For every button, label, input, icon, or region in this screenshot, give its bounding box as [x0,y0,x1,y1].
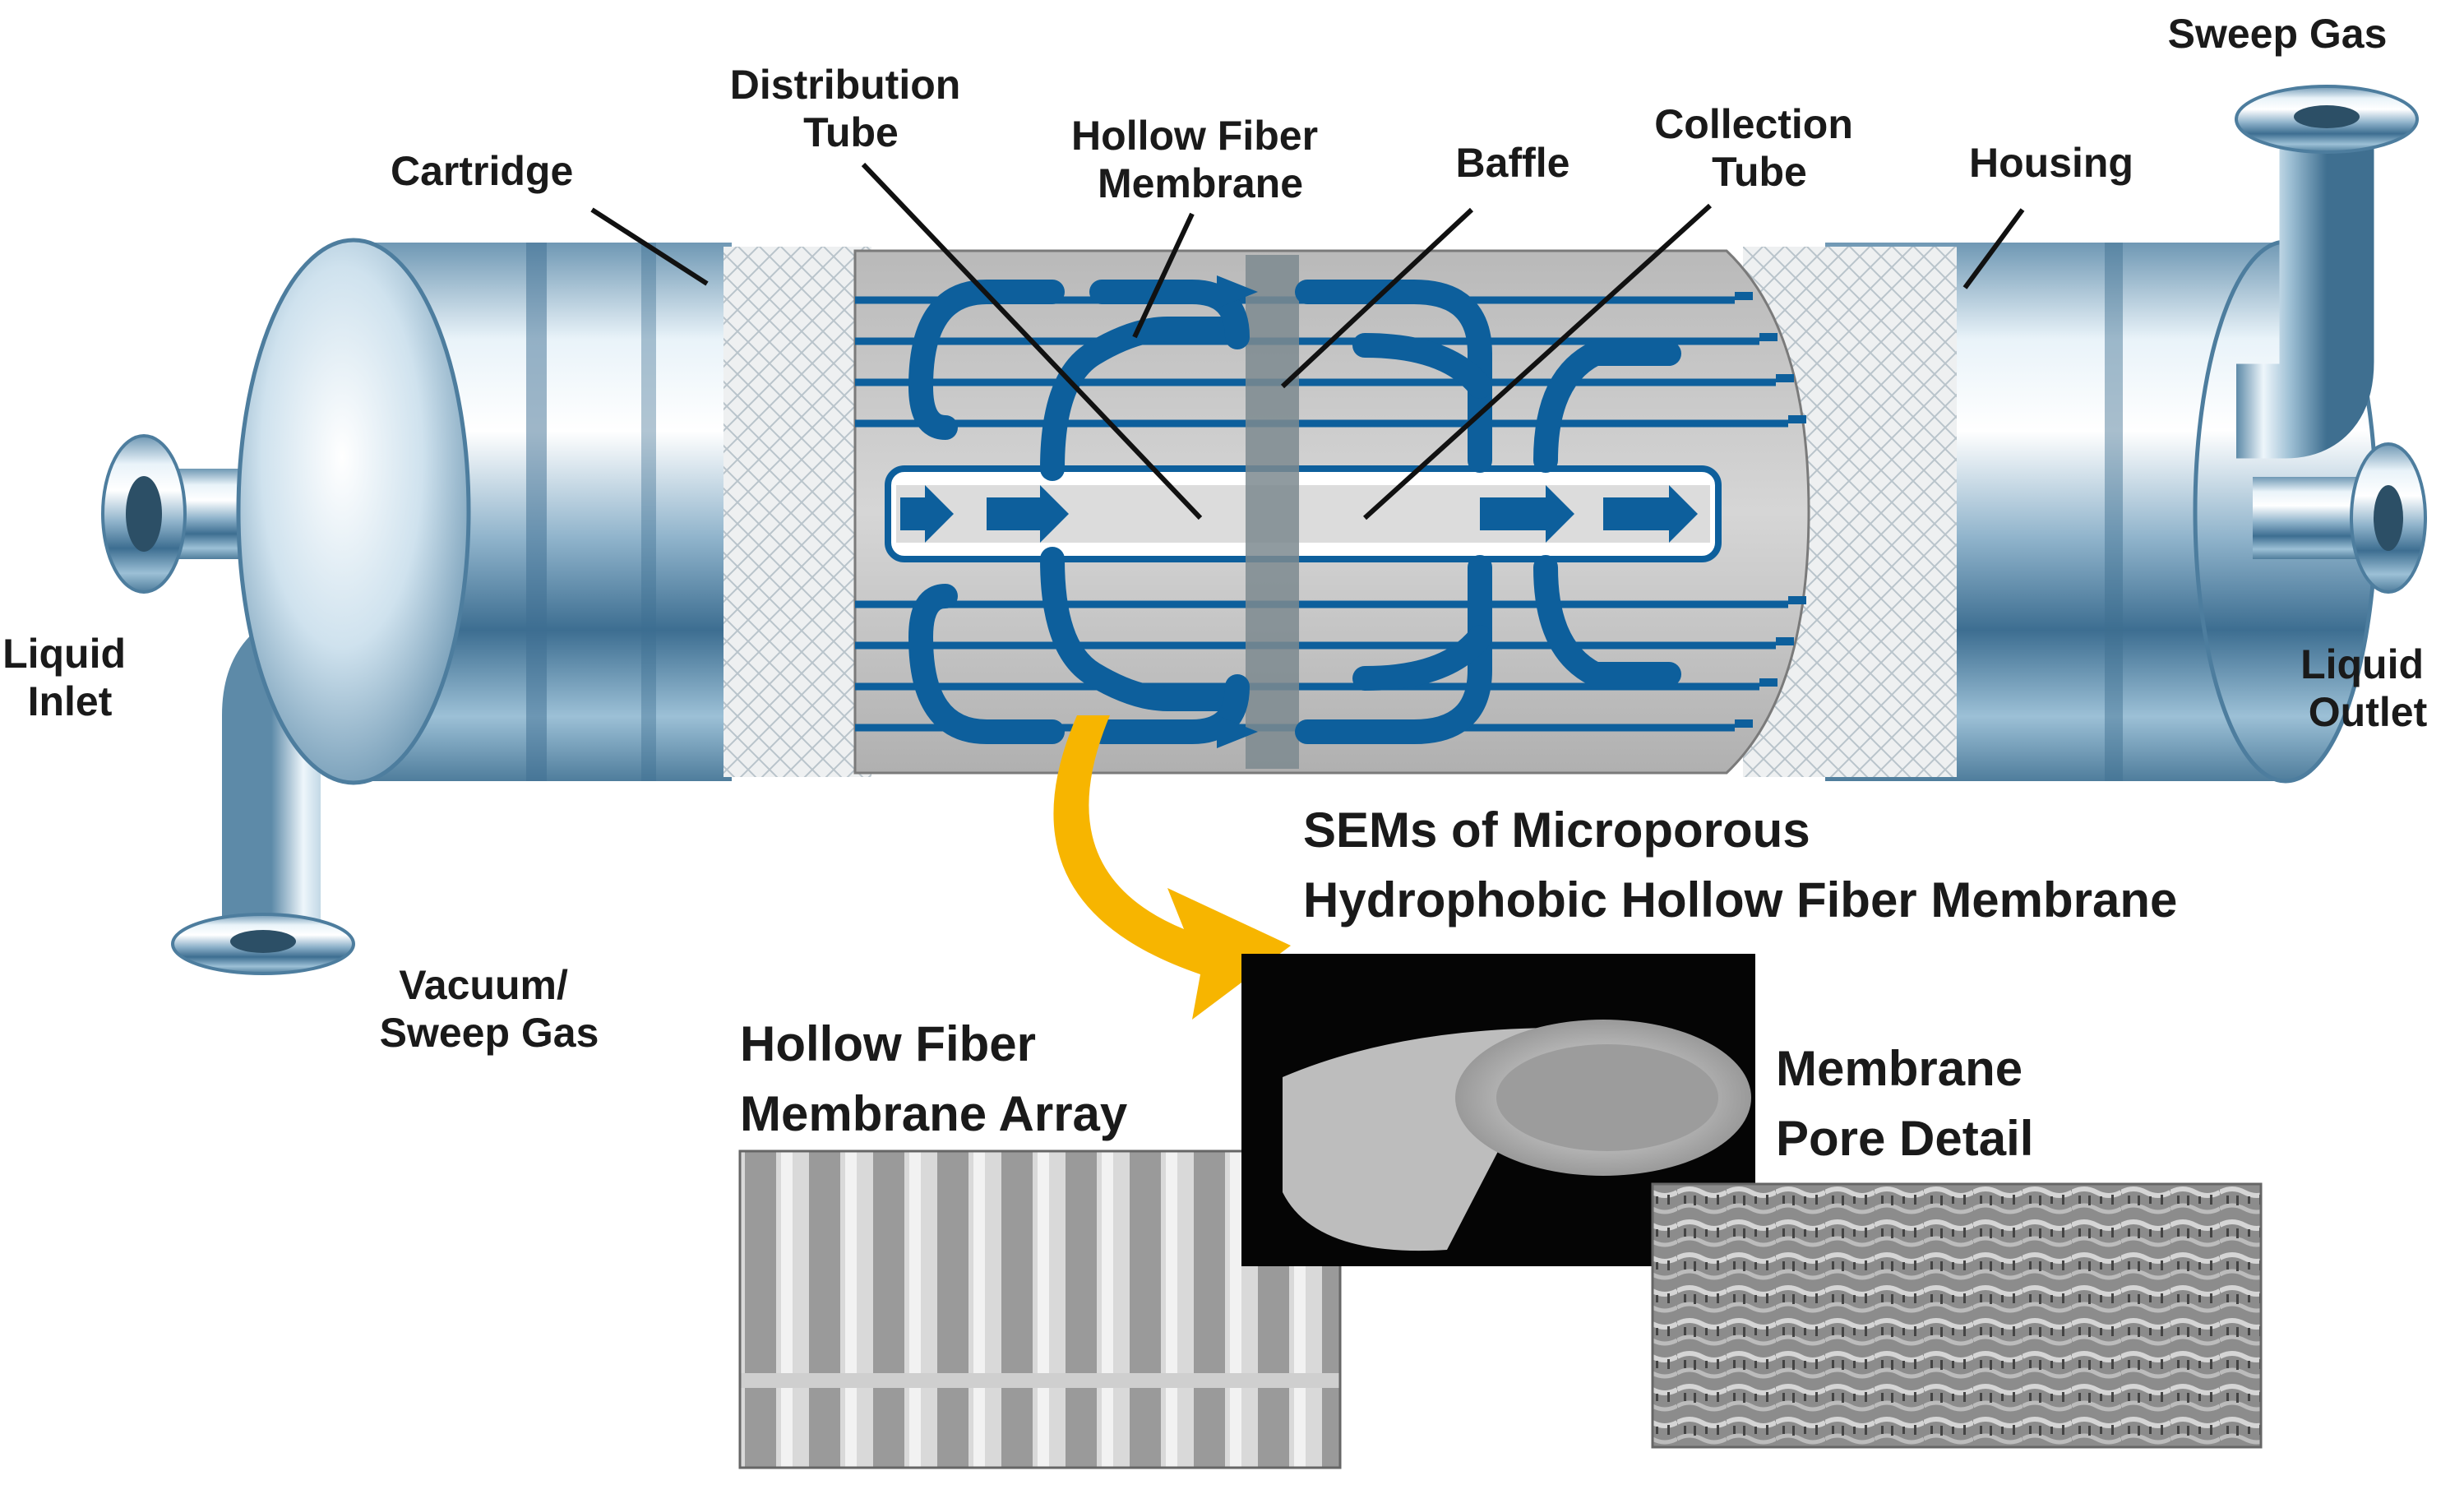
label-distribution-tube: Distribution Tube [730,62,972,155]
sem-pore-detail-image [1651,1182,2263,1449]
label-liquid-outlet: Liquid Outlet [2300,641,2435,735]
liquid-outlet-pipe [2253,442,2427,594]
label-hollow-fiber-membrane: Hollow Fiber Membrane [1071,113,1329,206]
label-vacuum-sweep-gas: Vacuum/ Sweep Gas [380,962,599,1056]
sem-pore-label: Membrane Pore Detail [1776,1041,2036,1166]
label-sweep-gas: Sweep Gas [2168,11,2388,57]
label-liquid-inlet: Liquid Inlet [2,631,137,724]
leader-lines [590,162,2025,520]
sem-title: SEMs of Microporous Hydrophobic Hollow F… [1303,803,2177,927]
sem-array-label: Hollow Fiber Membrane Array [740,1016,1128,1141]
label-cartridge: Cartridge [391,148,573,194]
fiber-core [853,249,1810,775]
sem-hollow-fiber-array-image [738,1149,1342,1469]
label-baffle: Baffle [1456,140,1570,186]
cartridge-mesh-left [723,247,871,777]
label-collection-tube: Collection Tube [1654,101,1865,195]
sem-fiber-cross-section-image [1241,954,1755,1266]
left-end-cap [236,238,732,785]
baffle [1246,255,1299,769]
callout-arrow [1053,715,1291,1020]
label-housing: Housing [1969,140,2133,186]
sweep-gas-pipe [2235,85,2419,459]
